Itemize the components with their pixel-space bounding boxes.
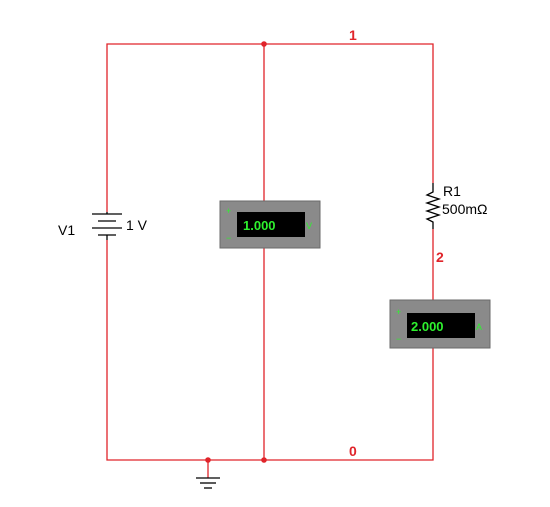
ground-icon — [196, 477, 220, 489]
voltmeter-reading: 1.000 — [243, 218, 276, 233]
junction-bottom-mid — [261, 457, 267, 463]
ammeter-display — [407, 313, 475, 338]
voltmeter-display — [237, 212, 305, 237]
wire-left-bottom — [106, 240, 434, 461]
voltmeter-unit: V — [306, 221, 312, 231]
resistor-name: R1 — [443, 183, 461, 199]
ammeter-plus: + — [396, 307, 401, 317]
net-label-1: 1 — [349, 27, 357, 43]
junction-top — [261, 41, 267, 47]
voltmeter-plus: + — [226, 206, 231, 216]
source-value: 1 V — [126, 217, 148, 233]
net-label-2: 2 — [436, 249, 444, 265]
ammeter-minus: − — [396, 334, 401, 344]
wire-top — [106, 43, 434, 212]
junction-ground — [205, 457, 211, 463]
resistor-icon — [424, 183, 442, 229]
source-name: V1 — [58, 222, 75, 238]
ammeter-reading: 2.000 — [411, 319, 444, 334]
ammeter-unit: A — [476, 322, 482, 332]
battery-icon — [92, 212, 122, 240]
net-label-0: 0 — [349, 443, 357, 459]
ammeter[interactable]: + − 2.000 A — [389, 299, 491, 349]
resistor-value: 500mΩ — [442, 201, 488, 217]
voltmeter-minus: − — [226, 233, 231, 243]
voltmeter[interactable]: + − 1.000 V — [219, 200, 321, 249]
